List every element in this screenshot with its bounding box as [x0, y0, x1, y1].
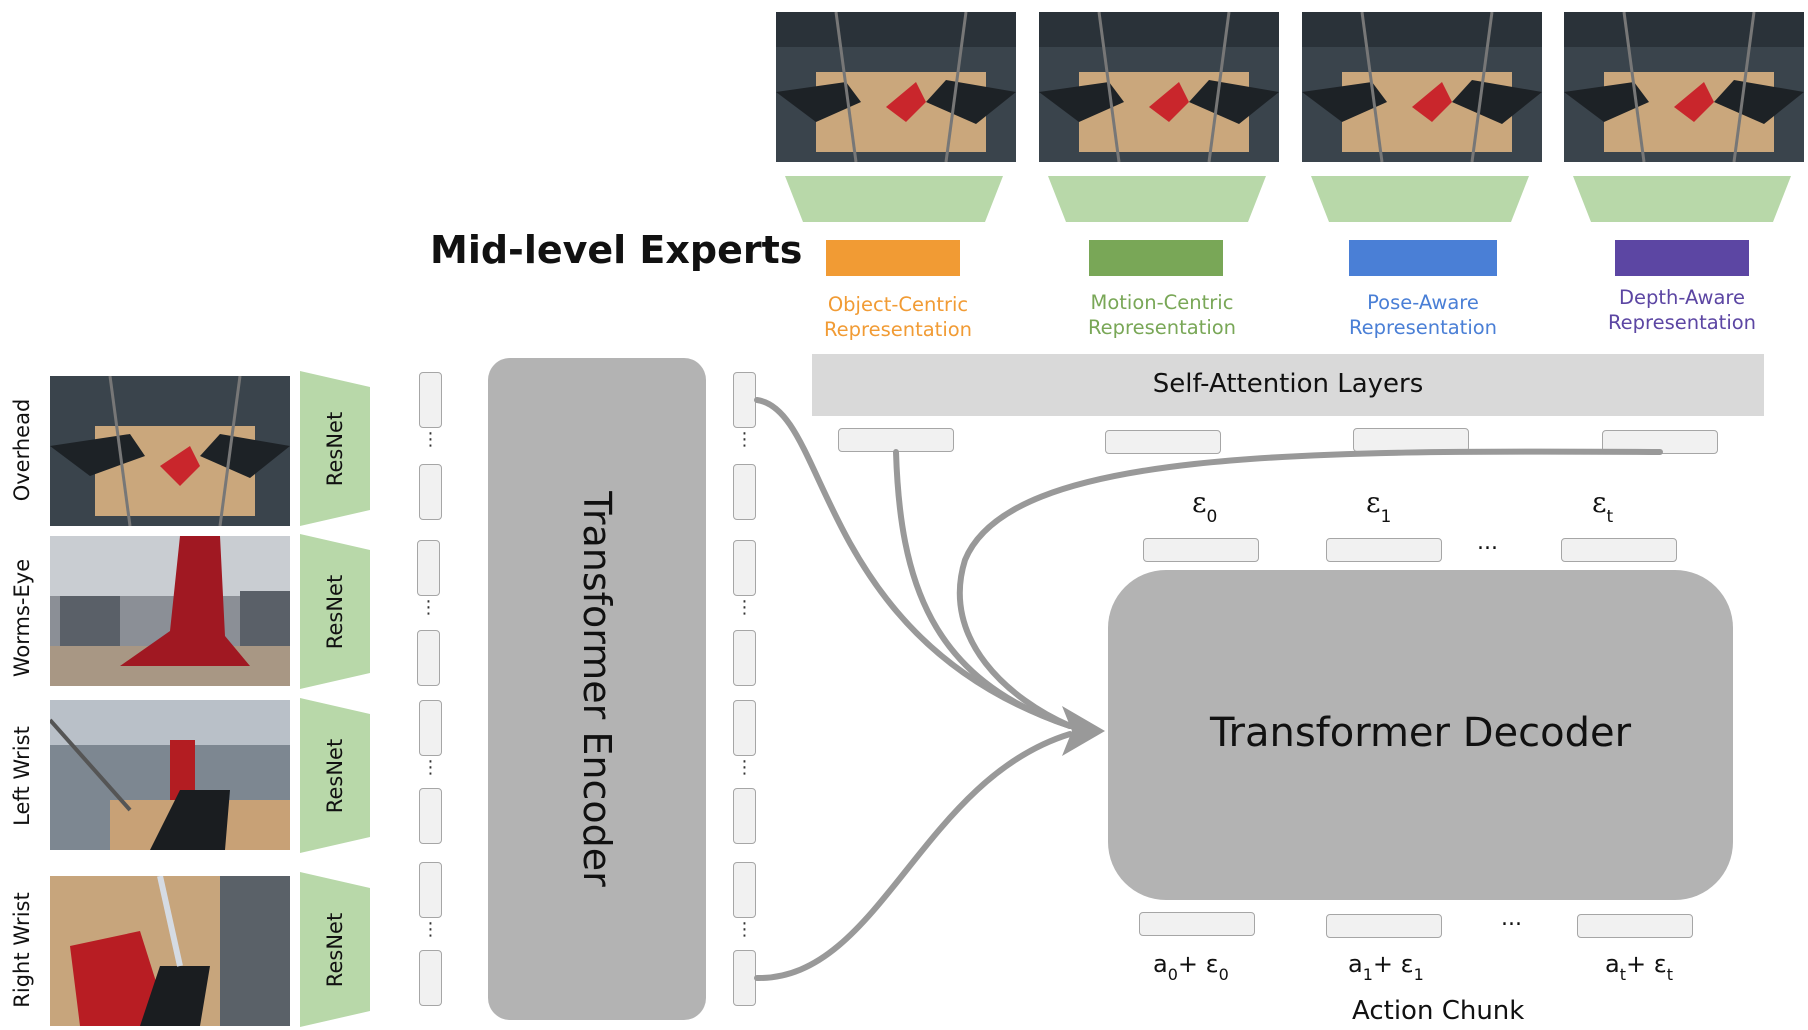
transformer-decoder: Transformer Decoder [1108, 570, 1733, 900]
expert-token-pose [1353, 428, 1469, 452]
action-t-label: at+ εt [1605, 950, 1674, 984]
left-wrist-camera-frame [50, 700, 290, 850]
arrow-encoder-bottom-to-decoder [754, 731, 1073, 982]
noise-ellipsis: ... [1477, 530, 1498, 555]
overhead-camera-frame [50, 376, 290, 526]
camera-label-worms-eye: Worms-Eye [10, 558, 34, 678]
worms-eye-camera-frame [50, 536, 290, 686]
epsilon-0-label: ε0 [1192, 486, 1218, 527]
camera-label-right-wrist: Right Wrist [10, 892, 34, 1008]
encoder-output-token [733, 540, 756, 596]
expert-encoder-trapezoid-4 [1573, 176, 1791, 222]
expert-token-depth [1602, 430, 1718, 454]
arrow-head-into-decoder [1062, 706, 1105, 756]
encoder-output-token [733, 862, 756, 918]
self-attention-layers: Self-Attention Layers [812, 354, 1764, 416]
depth-aware-bar [1615, 240, 1749, 276]
self-attention-label: Self-Attention Layers [1152, 369, 1424, 399]
noise-token-t [1561, 538, 1677, 562]
encoder-input-token [419, 788, 442, 844]
encoder-output-token [733, 788, 756, 844]
expert-input-frame-1 [776, 12, 1016, 162]
expert-token-object [838, 428, 954, 452]
vertical-ellipsis: ⋮ [421, 757, 440, 778]
epsilon-t-label: εt [1592, 486, 1614, 527]
encoder-input-token [417, 540, 440, 596]
encoder-output-token [733, 630, 756, 686]
motion-centric-bar [1089, 240, 1223, 276]
transformer-encoder: Transformer Encoder [488, 358, 706, 1020]
expert-input-frame-2 [1039, 12, 1279, 162]
epsilon-1-label: ε1 [1366, 486, 1392, 527]
pose-aware-bar [1349, 240, 1497, 276]
resnet-backbone-3: ResNet [300, 698, 370, 853]
resnet-label: ResNet [323, 574, 347, 649]
vertical-ellipsis: ⋮ [421, 919, 440, 940]
camera-label-overhead: Overhead [10, 398, 34, 502]
vertical-ellipsis: ⋮ [735, 919, 754, 940]
encoder-input-token [417, 630, 440, 686]
encoder-output-token [733, 372, 756, 428]
vertical-ellipsis: ⋮ [421, 429, 440, 450]
action-ellipsis: ... [1501, 906, 1522, 931]
resnet-label: ResNet [323, 912, 347, 987]
action-token-0 [1139, 912, 1255, 936]
mid-level-experts-title: Mid-level Experts [430, 228, 803, 272]
vertical-ellipsis: ⋮ [735, 429, 754, 450]
encoder-input-token [419, 950, 442, 1006]
camera-label-left-wrist: Left Wrist [10, 726, 34, 826]
resnet-backbone-4: ResNet [300, 872, 370, 1027]
arrow-expert-object-to-decoder [893, 449, 1073, 729]
right-wrist-camera-frame [50, 876, 290, 1026]
resnet-label: ResNet [323, 738, 347, 813]
expert-encoder-trapezoid-1 [785, 176, 1003, 222]
expert-encoder-trapezoid-2 [1048, 176, 1266, 222]
expert-input-frame-4 [1564, 12, 1804, 162]
encoder-output-token [733, 464, 756, 520]
expert-token-motion [1105, 430, 1221, 454]
resnet-backbone-2: ResNet [300, 534, 370, 689]
transformer-encoder-label: Transformer Encoder [575, 491, 619, 887]
encoder-input-token [419, 372, 442, 428]
expert-input-frame-3 [1302, 12, 1542, 162]
noise-token-0 [1143, 538, 1259, 562]
action-1-label: a1+ ε1 [1348, 950, 1424, 984]
encoder-output-token [733, 700, 756, 756]
action-chunk-label: Action Chunk [1352, 996, 1525, 1026]
vertical-ellipsis: ⋮ [419, 597, 438, 618]
encoder-input-token [419, 700, 442, 756]
object-centric-bar [826, 240, 960, 276]
expert-encoder-trapezoid-3 [1311, 176, 1529, 222]
noise-token-1 [1326, 538, 1442, 562]
action-token-t [1577, 914, 1693, 938]
action-0-label: a0+ ε0 [1153, 950, 1229, 984]
resnet-backbone-1: ResNet [300, 371, 370, 526]
encoder-input-token [419, 464, 442, 520]
action-token-1 [1326, 914, 1442, 938]
vertical-ellipsis: ⋮ [735, 597, 754, 618]
resnet-label: ResNet [323, 411, 347, 486]
encoder-input-token [419, 862, 442, 918]
encoder-output-token [733, 950, 756, 1006]
vertical-ellipsis: ⋮ [735, 757, 754, 778]
transformer-decoder-label: Transformer Decoder [1209, 710, 1632, 756]
